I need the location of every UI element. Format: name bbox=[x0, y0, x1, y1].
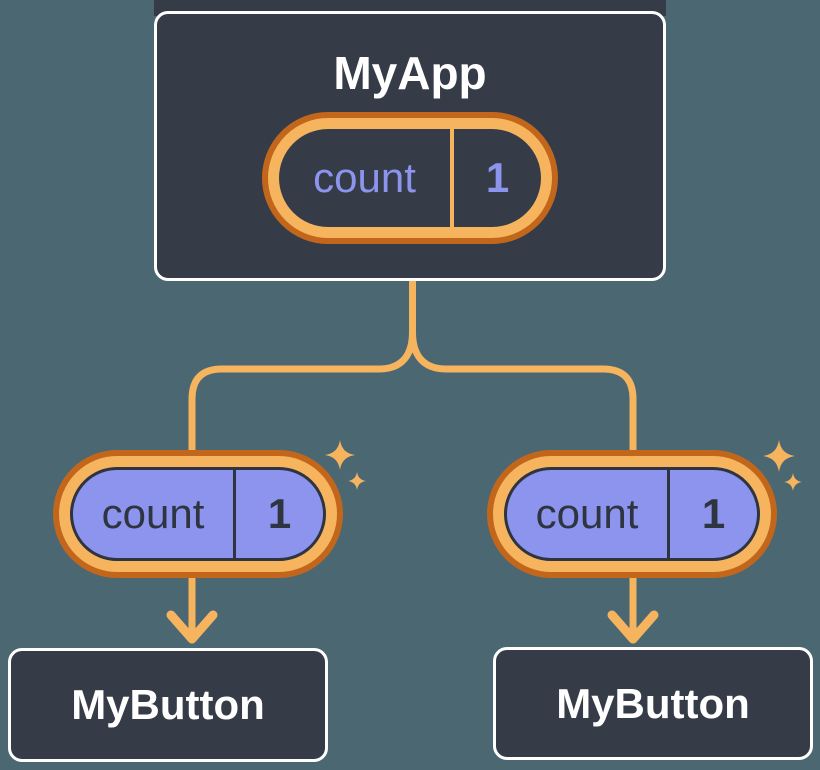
myapp-card: MyApp count 1 bbox=[154, 11, 666, 281]
sparkle-icon bbox=[348, 472, 366, 490]
prop-value: 1 bbox=[701, 490, 726, 537]
prop-value: 1 bbox=[267, 490, 292, 537]
sparkle-icon bbox=[763, 440, 795, 472]
sparkle-icon bbox=[784, 473, 802, 491]
pill-divider bbox=[667, 470, 670, 558]
component-title: MyButton bbox=[556, 679, 750, 727]
arrow-down-icon bbox=[607, 610, 659, 644]
sparkle-icon bbox=[325, 440, 355, 470]
mybutton-card-right: MyButton bbox=[493, 647, 813, 760]
state-value: 1 bbox=[485, 154, 510, 201]
component-title: MyApp bbox=[333, 47, 487, 99]
state-pill: count 1 bbox=[262, 112, 558, 244]
prop-key-label: count bbox=[535, 490, 639, 537]
pill-divider bbox=[450, 129, 454, 227]
component-title: MyButton bbox=[71, 681, 265, 728]
prop-pill-right: count 1 bbox=[487, 450, 777, 578]
mybutton-card-left: MyButton bbox=[8, 648, 328, 762]
state-key-label: count bbox=[313, 154, 416, 201]
prop-pill-left: count 1 bbox=[53, 450, 343, 578]
arrow-down-icon bbox=[166, 610, 218, 644]
prop-key-label: count bbox=[101, 490, 205, 537]
